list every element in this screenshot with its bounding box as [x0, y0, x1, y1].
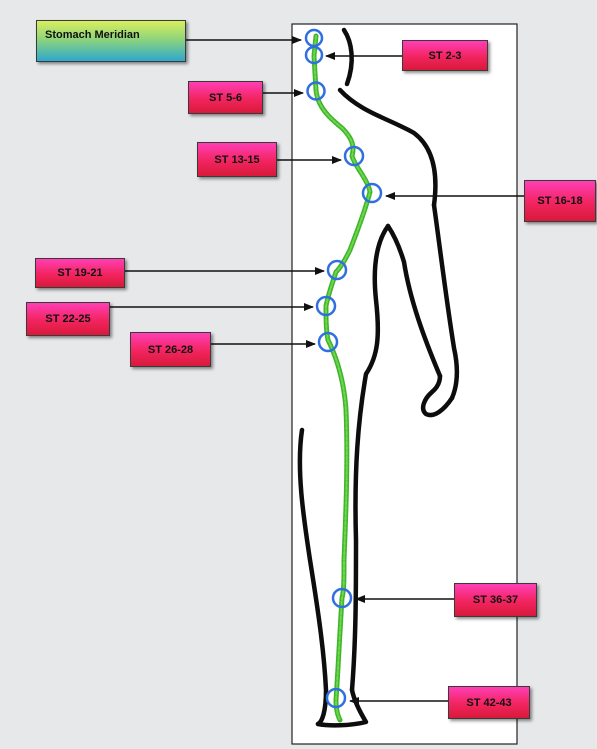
diagram-title: Stomach Meridian: [45, 29, 140, 41]
figure-panel: [292, 24, 517, 744]
label-st-2-3: ST 2-3: [402, 40, 488, 71]
label-text: ST 16-18: [537, 195, 582, 207]
label-text: ST 19-21: [57, 267, 102, 279]
label-text: ST 2-3: [428, 50, 461, 62]
label-text: ST 42-43: [466, 697, 511, 709]
label-st-26-28: ST 26-28: [130, 332, 211, 367]
label-st-16-18: ST 16-18: [524, 180, 596, 222]
label-st-13-15: ST 13-15: [197, 142, 277, 177]
label-st-5-6: ST 5-6: [188, 81, 263, 114]
label-text: ST 13-15: [214, 154, 259, 166]
label-text: ST 22-25: [45, 313, 90, 325]
label-text: ST 5-6: [209, 92, 242, 104]
label-text: ST 26-28: [148, 344, 193, 356]
title-box: Stomach Meridian: [36, 20, 186, 62]
label-st-22-25: ST 22-25: [26, 302, 110, 336]
label-st-36-37: ST 36-37: [454, 583, 537, 617]
label-st-42-43: ST 42-43: [448, 686, 530, 719]
label-st-19-21: ST 19-21: [35, 258, 125, 288]
label-text: ST 36-37: [473, 594, 518, 606]
